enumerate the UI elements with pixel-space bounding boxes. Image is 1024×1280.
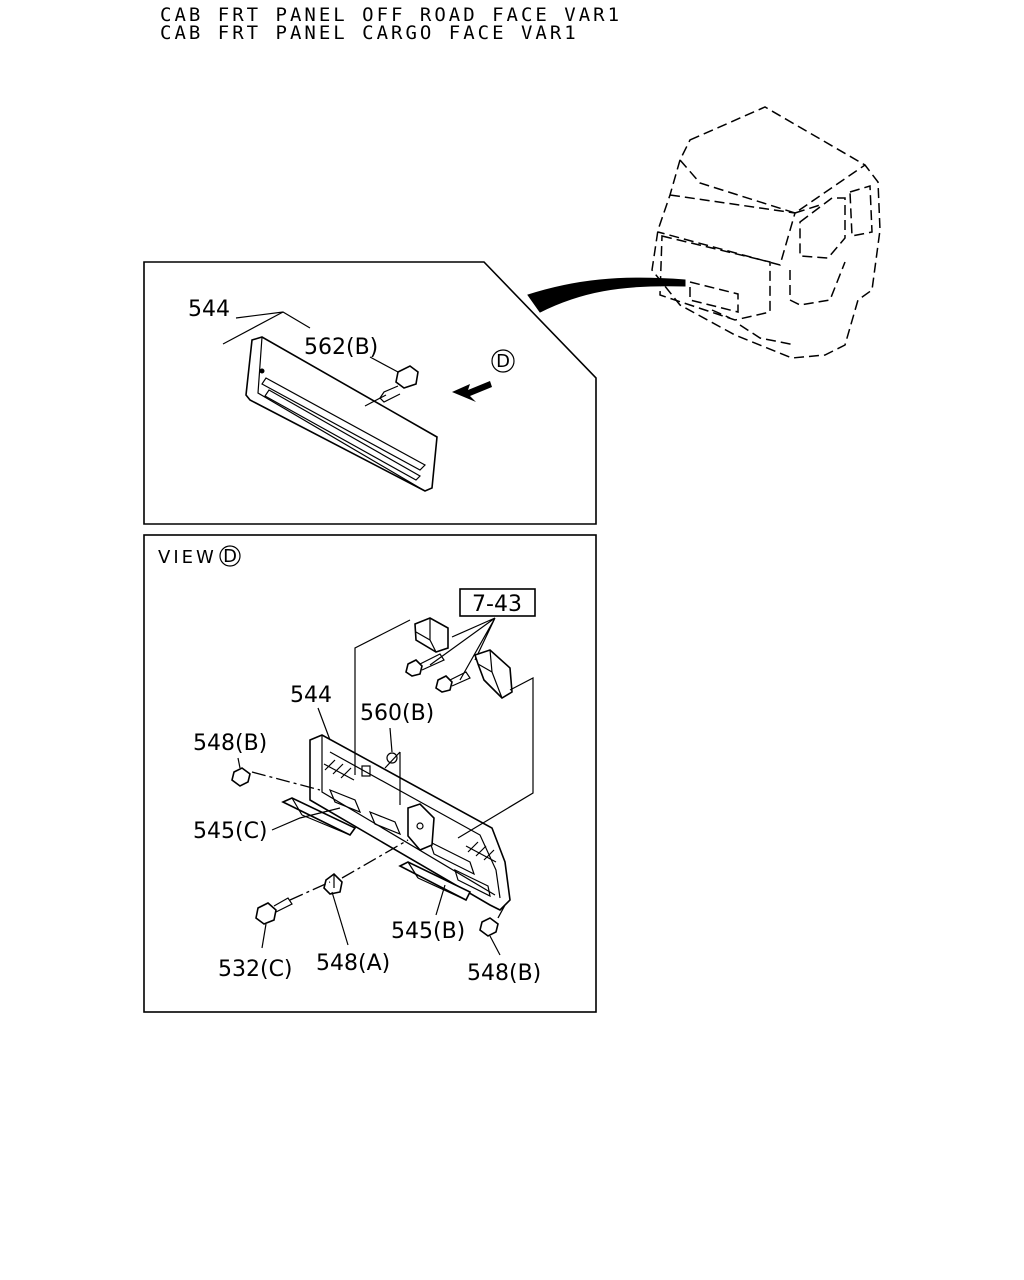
fastener-548b-right-icon bbox=[479, 917, 499, 937]
truck-cab-outline bbox=[651, 106, 881, 359]
view-d-arrow bbox=[452, 381, 492, 402]
clip-560b-icon bbox=[386, 752, 398, 764]
bolt-532c-icon bbox=[255, 897, 293, 925]
clip-548a-icon bbox=[323, 872, 343, 895]
ref-label-7-43: 7-43 bbox=[472, 592, 522, 617]
diagram-title-line-2: CAB FRT PANEL CARGO FACE VAR1 bbox=[160, 22, 579, 44]
label-562b: 562(B) bbox=[304, 335, 378, 360]
diagram-title-line-1: CAB FRT PANEL OFF ROAD FACE VAR1 bbox=[160, 4, 623, 26]
view-d-marker-detail: D bbox=[496, 351, 510, 372]
bracket-left-icon bbox=[414, 617, 449, 653]
label-532c: 532(C) bbox=[218, 957, 293, 982]
strip-545c-icon bbox=[281, 797, 357, 837]
bracket-right-icon bbox=[473, 649, 513, 700]
label-548a: 548(A) bbox=[316, 951, 390, 976]
front-panel-544-detail bbox=[245, 336, 438, 492]
label-544-view: 544 bbox=[290, 683, 332, 708]
leader-544-detail bbox=[235, 311, 311, 329]
label-548b-left: 548(B) bbox=[193, 731, 267, 756]
callout-arrow bbox=[527, 277, 686, 313]
ref-leaders bbox=[429, 617, 496, 681]
bolt-562b-icon bbox=[379, 365, 419, 403]
label-548b-right: 548(B) bbox=[467, 961, 541, 986]
label-545c: 545(C) bbox=[193, 819, 268, 844]
view-d-panel-frame bbox=[143, 534, 597, 1013]
bracket-bolt-2-icon bbox=[435, 671, 471, 693]
fastener-548b-left-icon bbox=[231, 767, 251, 787]
ref-box-7-43 bbox=[459, 588, 536, 617]
view-d-circle-detail bbox=[491, 349, 515, 373]
label-545b: 545(B) bbox=[391, 919, 465, 944]
front-panel-544-view bbox=[309, 734, 511, 911]
view-title-circle bbox=[219, 545, 241, 567]
view-title-marker: D bbox=[223, 546, 237, 567]
view-title: VIEW bbox=[158, 547, 217, 568]
label-544-detail: 544 bbox=[188, 297, 230, 322]
detail-panel-frame bbox=[143, 261, 597, 525]
bracket-bolt-1-icon bbox=[405, 653, 445, 677]
label-560b: 560(B) bbox=[360, 701, 434, 726]
